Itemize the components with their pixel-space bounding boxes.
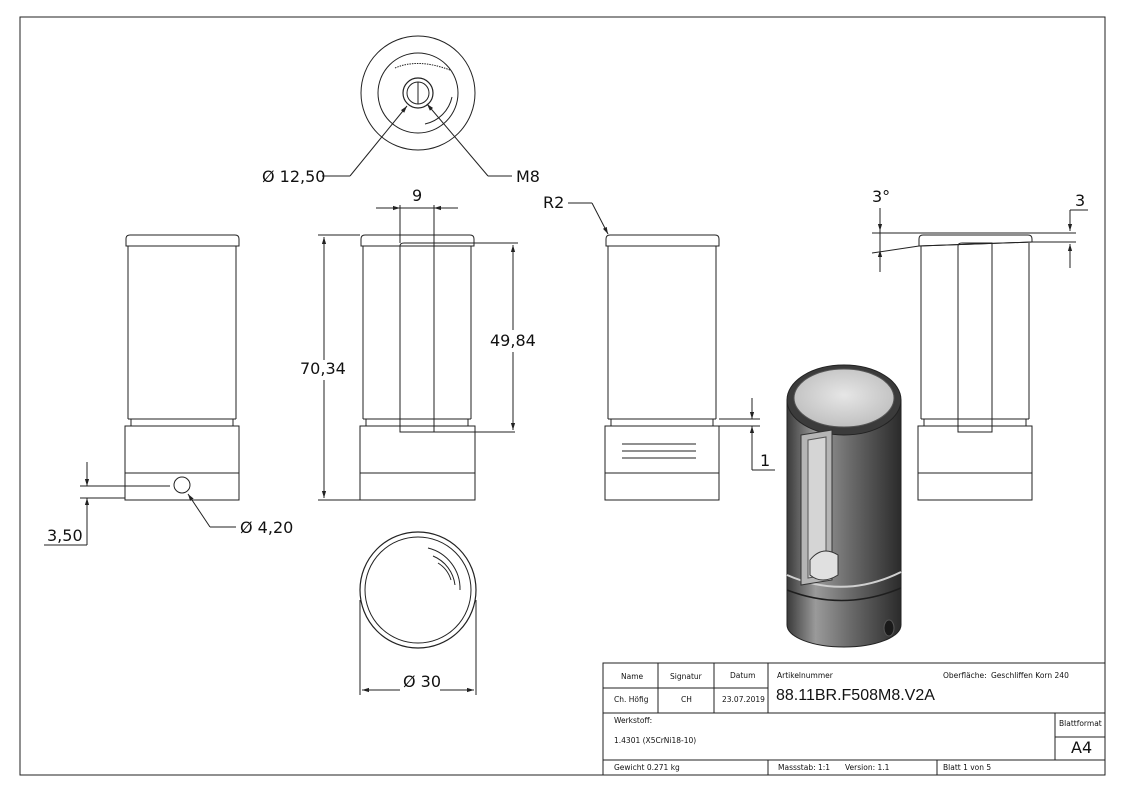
dim-step: 1 [760,451,770,470]
tb-header-signatur: Signatur [670,672,703,681]
tb-oberflaeche-value: Geschliffen Korn 240 [991,671,1069,680]
tb-blatt: Blatt 1 von 5 [943,763,991,772]
right-view [871,208,1088,501]
tb-werkstoff-value: 1.4301 (X5CrNi18-10) [614,736,696,745]
dim-width-slot: 9 [412,186,422,205]
tb-artikel-label: Artikelnummer [777,671,834,680]
top-view [322,35,512,177]
front-view-left [44,234,240,546]
side-view [568,202,775,501]
isometric-view [786,364,902,648]
tb-blattformat-value: A4 [1071,738,1092,757]
dim-diameter-bottom: Ø 30 [403,672,441,691]
tb-version: Version: 1.1 [845,763,890,772]
dim-offset-right: 3 [1075,191,1085,210]
tb-header-name: Name [621,672,644,681]
dim-angle: 3° [872,187,890,206]
sheet-border [19,16,1106,776]
tb-header-datum: Datum [730,671,755,680]
dim-height-slot: 49,84 [490,331,536,350]
dim-radius: R2 [543,193,564,212]
tb-name-value: Ch. Höfig [614,695,649,704]
tb-signatur-value: CH [681,695,692,704]
tb-massstab: Massstab: 1:1 [778,763,830,772]
dim-hole-diameter: Ø 4,20 [240,518,293,537]
tb-artikel-value: 88.11BR.F508M8.V2A [776,687,935,704]
bottom-view [359,531,477,695]
title-block [602,662,1106,776]
tb-oberflaeche-label: Oberfläche: [943,671,987,680]
tb-blattformat-label: Blattformat [1059,719,1102,728]
dim-diameter-top: Ø 12,50 [262,167,325,186]
dim-thread: M8 [516,167,540,186]
tb-gewicht: Gewicht 0.271 kg [614,763,680,772]
tb-datum-value: 23.07.2019 [722,695,765,704]
tb-werkstoff-label: Werkstoff: [614,716,652,725]
front-view-slot [318,205,518,501]
dim-height-total: 70,34 [300,359,346,378]
dim-hole-offset: 3,50 [47,526,83,545]
